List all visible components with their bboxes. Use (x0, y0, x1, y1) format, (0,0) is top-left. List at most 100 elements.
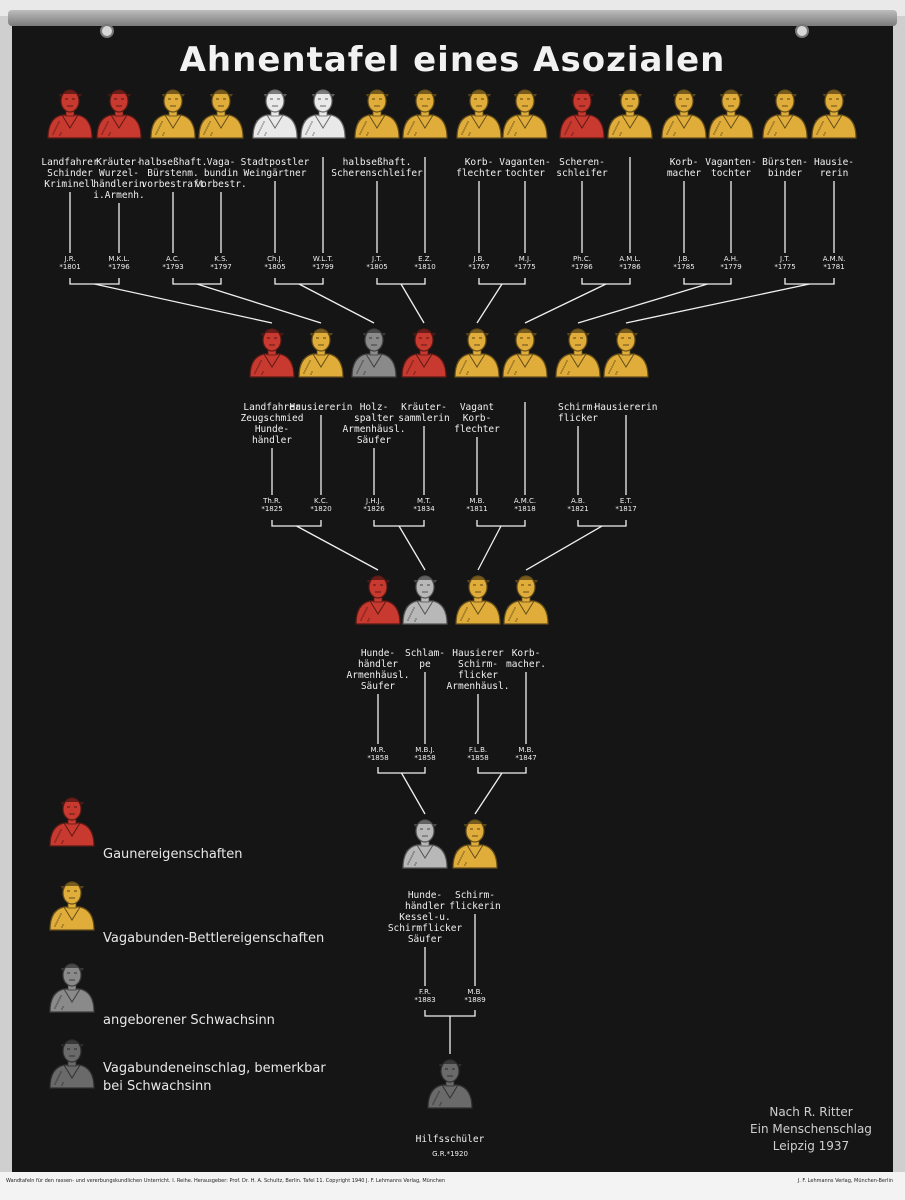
person-code-g2-1: Th.R. *1825 (261, 497, 283, 513)
person-code-g1-16: A.M.N. *1781 (822, 255, 846, 271)
person-figure-g1-4 (198, 89, 244, 139)
person-label-g4-2: Schirm- flickerin (449, 890, 501, 912)
person-code-g1-7: J.T. *1805 (366, 255, 388, 271)
person-figure-g1-9 (456, 89, 502, 139)
person-figure-g1-3 (150, 89, 196, 139)
person-figure-g4-2 (452, 819, 498, 869)
person-code-g2-3: J.H.J. *1826 (363, 497, 385, 513)
person-figure-g1-13 (661, 89, 707, 139)
person-figure-g1-15 (762, 89, 808, 139)
person-label-g2-2: Hausiererin (289, 402, 353, 413)
person-code-g1-5: Ch.J. *1805 (264, 255, 286, 271)
descent-line-g1-8 (625, 283, 810, 324)
person-figure-g1-16 (811, 89, 857, 139)
person-label-g1-13: Korb- macher (666, 157, 702, 179)
person-code-g1-12: A.M.L. *1786 (619, 255, 641, 271)
descent-line-g1-4 (400, 283, 425, 324)
person-code-g3-4: M.B. *1847 (515, 746, 537, 762)
person-figure-g2-1 (249, 328, 295, 378)
person-figure-g1-1 (47, 89, 93, 139)
poster-sheet (12, 22, 893, 1172)
person-code-g1-2: M.K.L. *1796 (108, 255, 130, 271)
person-label-g1-2: Kräuter- Wurzel- händlerin i.Armenh. (93, 157, 145, 201)
person-code-g1-8: E.Z. *1810 (414, 255, 436, 271)
person-figure-g1-6 (300, 89, 346, 139)
person-code-g5-1: G.R.*1920 (432, 1150, 468, 1158)
person-label-g1-11: Scheren- schleifer (556, 157, 608, 179)
person-code-g4-1: F.R. *1883 (414, 988, 436, 1004)
person-label-g3-4: Korb- macher. (505, 648, 547, 670)
pair-bracket-g1-5 (478, 278, 526, 285)
person-code-g1-6: W.L.T. *1799 (312, 255, 334, 271)
pair-bracket-g3-1 (377, 767, 426, 774)
grommet-right-icon (795, 24, 809, 38)
descent-line-g2-2 (398, 525, 426, 571)
person-code-g2-8: E.T. *1817 (615, 497, 637, 513)
person-figure-g1-7 (354, 89, 400, 139)
person-code-g4-2: M.B. *1889 (464, 988, 486, 1004)
pair-bracket-g2-1 (271, 520, 322, 527)
person-label-g1-3: halbseßhaft. Bürstenm. vorbestraft (138, 157, 208, 190)
person-figure-g3-3 (455, 575, 501, 625)
person-figure-g2-6 (502, 328, 548, 378)
person-label-g1-1: Landfahrer Schinder Kriminell (41, 157, 99, 190)
person-code-g1-14: A.H. *1779 (720, 255, 742, 271)
person-figure-g2-8 (603, 328, 649, 378)
person-figure-g2-4 (401, 328, 447, 378)
person-figure-g4-1 (402, 819, 448, 869)
descent-line-g1-2 (196, 283, 322, 324)
descent-line-g3-1 (400, 772, 426, 815)
pair-bracket-g2-4 (577, 520, 627, 527)
footer-strip (0, 1172, 905, 1200)
pair-bracket-g1-1 (69, 278, 120, 285)
legend-label-4: Vagabundeneinschlag, bemerkbar bei Schwa… (103, 1061, 326, 1094)
source-note: Nach R. Ritter Ein Menschenschlag Leipzi… (750, 1105, 872, 1153)
person-label-g1-10: Vaganten- tochter (499, 157, 551, 179)
person-label-g1-16: Hausie- rerin (813, 157, 855, 179)
person-code-g2-7: A.B. *1821 (567, 497, 589, 513)
descent-line-g1-3 (298, 283, 375, 324)
pair-bracket-g1-2 (172, 278, 222, 285)
person-figure-g1-10 (502, 89, 548, 139)
person-code-g1-1: J.R. *1801 (59, 255, 81, 271)
descent-line-g2-1 (296, 525, 379, 571)
person-label-g1-5: Stadtpostler Weingärtner (240, 157, 310, 179)
person-figure-g1-14 (708, 89, 754, 139)
person-figure-g5-1 (427, 1059, 473, 1109)
person-label-g2-5: Vagant Korb- flechter (454, 402, 500, 435)
person-code-g1-10: M.J. *1775 (514, 255, 536, 271)
person-figure-g1-11 (559, 89, 605, 139)
person-code-g1-13: J.B. *1785 (673, 255, 695, 271)
descent-line-g1-1 (94, 283, 273, 324)
person-figure-g1-5 (252, 89, 298, 139)
pair-bracket-g1-4 (376, 278, 426, 285)
person-code-g2-4: M.T. *1834 (413, 497, 435, 513)
person-code-g3-2: M.B.J. *1858 (414, 746, 436, 762)
person-figure-g3-2 (402, 575, 448, 625)
legend-label-1: Gaunereigenschaften (103, 847, 243, 862)
pair-bracket-g1-6 (581, 278, 631, 285)
descent-line-g1-6 (524, 283, 607, 324)
pair-bracket-g1-7 (683, 278, 732, 285)
person-code-g1-4: K.S. *1797 (210, 255, 232, 271)
person-label-g2-8: Hausiererin (594, 402, 658, 413)
person-code-g3-3: F.L.B. *1858 (467, 746, 489, 762)
person-code-g1-3: A.C. *1793 (162, 255, 184, 271)
pair-bracket-g3-2 (477, 767, 527, 774)
person-figure-g3-4 (503, 575, 549, 625)
person-figure-g1-2 (96, 89, 142, 139)
person-code-g2-5: M.B. *1811 (466, 497, 488, 513)
person-code-g3-1: M.R. *1858 (367, 746, 389, 762)
descent-line-g2-3 (477, 525, 502, 571)
person-figure-g1-12 (607, 89, 653, 139)
person-label-g1-4: Vaga- bundin vorbestr. (195, 157, 247, 190)
footer-publisher: J. F. Lehmanns Verlag, München-Berlin (797, 1178, 893, 1184)
person-label-g1-7: halbseßhaft. Scherenschleifer (331, 157, 423, 179)
pair-bracket-g2-2 (373, 520, 425, 527)
person-label-g3-1: Hunde- händler Armenhäusl. Säufer (346, 648, 410, 692)
descent-line-g3-2 (474, 772, 503, 815)
legend-label-2: Vagabunden-Bettlereigenschaften (103, 931, 325, 946)
grommet-left-icon (100, 24, 114, 38)
person-figure-g2-7 (555, 328, 601, 378)
